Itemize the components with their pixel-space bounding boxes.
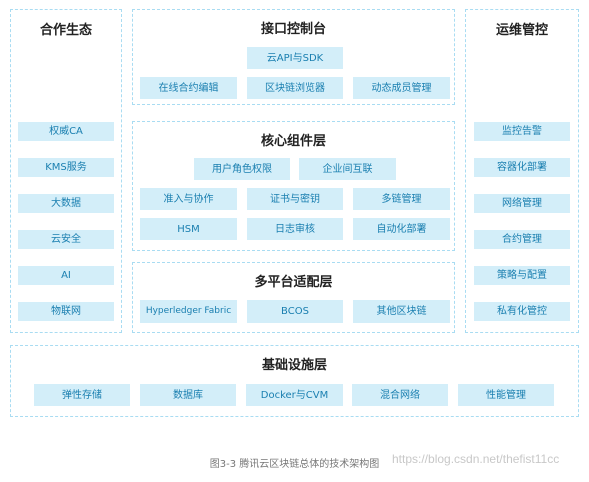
- monitoring-alert-box: 监控告警: [474, 122, 570, 141]
- multi-chain-management-box: 多链管理: [353, 188, 450, 210]
- containerized-deployment-box: 容器化部署: [474, 158, 570, 177]
- automated-deployment-box: 自动化部署: [353, 218, 450, 240]
- multi-platform-title: 多平台适配层: [254, 275, 333, 290]
- core-components-panel: 核心组件层 用户角色权限 企业间互联 准入与协作 证书与密钥 多链管理 HSM …: [132, 121, 455, 251]
- core-components-title: 核心组件层: [260, 134, 326, 149]
- infrastructure-title: 基础设施层: [261, 358, 327, 373]
- dynamic-member-management-box: 动态成员管理: [353, 77, 450, 99]
- access-collaboration-box: 准入与协作: [140, 188, 237, 210]
- ecosystem-item-ai: AI: [18, 266, 114, 285]
- hyperledger-fabric-box: Hyperledger Fabric: [140, 300, 237, 323]
- ecosystem-item-kms: KMS服务: [18, 158, 114, 177]
- log-audit-box: 日志审核: [247, 218, 343, 240]
- inter-enterprise-interconnect-box: 企业间互联: [299, 158, 396, 180]
- elastic-storage-box: 弹性存储: [34, 384, 130, 406]
- other-blockchain-box: 其他区块链: [353, 300, 450, 323]
- user-role-permission-box: 用户角色权限: [194, 158, 290, 180]
- operations-title: 运维管控: [495, 23, 548, 38]
- database-box: 数据库: [140, 384, 236, 406]
- ecosystem-panel: 合作生态 权威CA KMS服务 大数据 云安全 AI 物联网: [10, 9, 122, 333]
- online-contract-editor-box: 在线合约编辑: [140, 77, 237, 99]
- performance-management-box: 性能管理: [458, 384, 554, 406]
- multi-platform-panel: 多平台适配层 Hyperledger Fabric BCOS 其他区块链: [132, 262, 455, 333]
- infrastructure-panel: 基础设施层 弹性存储 数据库 Docker与CVM 混合网络 性能管理: [10, 345, 579, 417]
- bcos-box: BCOS: [247, 300, 343, 323]
- docker-cvm-box: Docker与CVM: [246, 384, 343, 406]
- network-management-box: 网络管理: [474, 194, 570, 213]
- certificate-key-box: 证书与密钥: [247, 188, 343, 210]
- private-control-box: 私有化管控: [474, 302, 570, 321]
- interface-console-title: 接口控制台: [260, 22, 326, 37]
- ecosystem-title: 合作生态: [39, 23, 92, 38]
- interface-console-panel: 接口控制台 云API与SDK 在线合约编辑 区块链浏览器 动态成员管理: [132, 9, 455, 105]
- ecosystem-item-iot: 物联网: [18, 302, 114, 321]
- operations-panel: 运维管控 监控告警 容器化部署 网络管理 合约管理 策略与配置 私有化管控: [465, 9, 579, 333]
- policy-config-box: 策略与配置: [474, 266, 570, 285]
- figure-caption: 图3-3 腾讯云区块链总体的技术架构图: [209, 459, 380, 470]
- ecosystem-item-ca: 权威CA: [18, 122, 114, 141]
- cloud-api-sdk-box: 云API与SDK: [247, 47, 343, 69]
- ecosystem-item-bigdata: 大数据: [18, 194, 114, 213]
- ecosystem-item-cloud-security: 云安全: [18, 230, 114, 249]
- hsm-box: HSM: [140, 218, 237, 240]
- watermark: https://blog.csdn.net/thefist11cc: [392, 452, 560, 466]
- blockchain-explorer-box: 区块链浏览器: [247, 77, 343, 99]
- hybrid-network-box: 混合网络: [352, 384, 448, 406]
- contract-management-box: 合约管理: [474, 230, 570, 249]
